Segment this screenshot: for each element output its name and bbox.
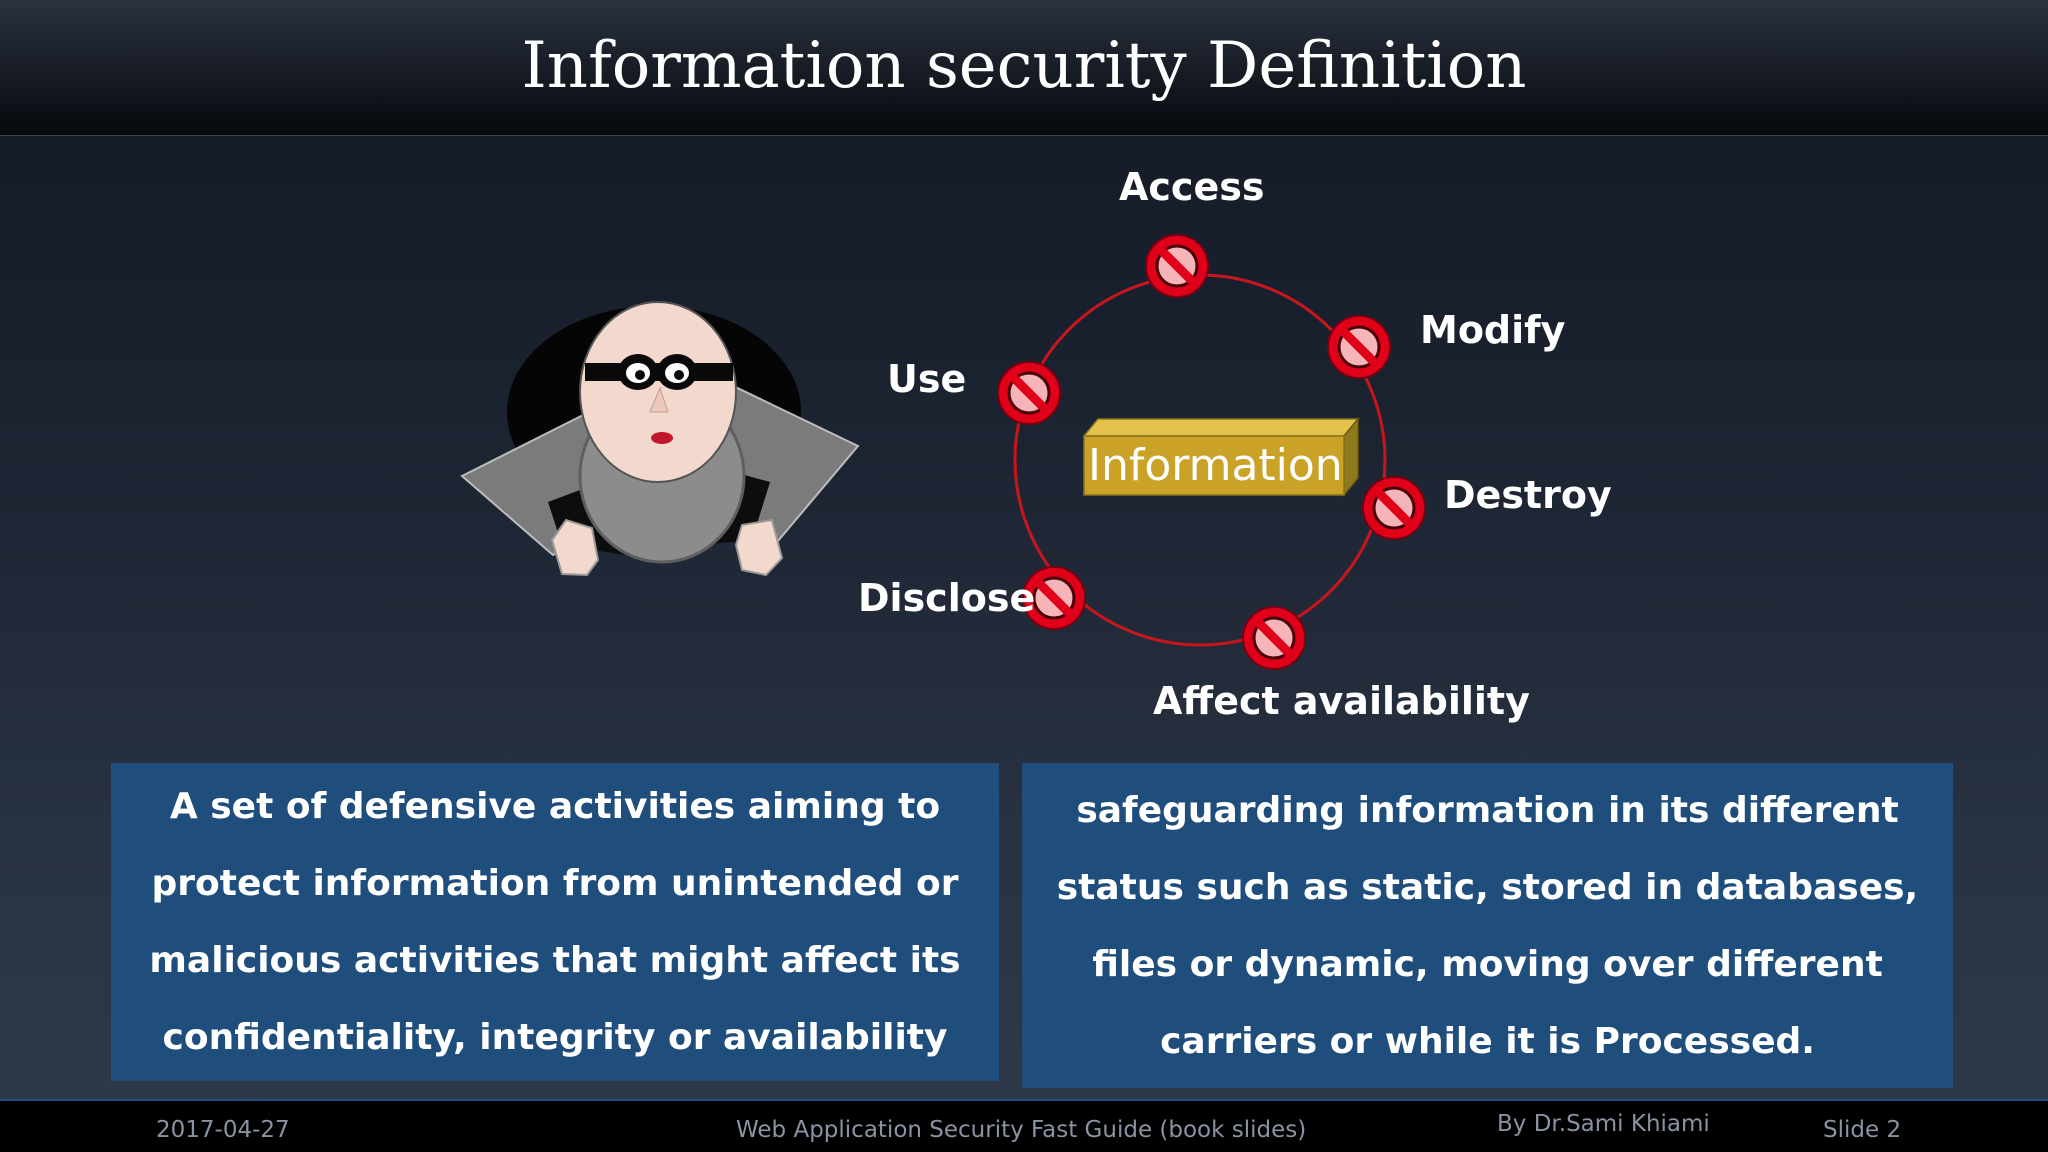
threat-label-affect-availability: Affect availability	[1153, 678, 1530, 724]
prohibited-icon	[1328, 316, 1390, 378]
information-label: Information	[1088, 440, 1338, 492]
threat-label-modify: Modify	[1420, 307, 1565, 353]
footer-course: Web Application Security Fast Guide (boo…	[736, 1115, 1306, 1145]
definition-panel-left: A set of defensive activities aiming to …	[111, 763, 999, 1081]
definition-text: safeguarding information in its differen…	[1040, 772, 1935, 1080]
prohibited-icon	[998, 362, 1060, 424]
threat-label-destroy: Destroy	[1444, 472, 1612, 518]
diagram	[0, 0, 2048, 760]
threat-label-use: Use	[887, 356, 966, 402]
definition-panel-right: safeguarding information in its differen…	[1022, 763, 1953, 1088]
prohibited-icon	[1243, 607, 1305, 669]
prohibited-icon	[1146, 235, 1208, 297]
prohibited-icon	[1363, 477, 1425, 539]
footer-slide-number: Slide 2	[1823, 1115, 1901, 1145]
threat-label-access: Access	[1119, 164, 1264, 210]
footer-date: 2017-04-27	[156, 1115, 290, 1145]
footer: 2017-04-27 Web Application Security Fast…	[0, 1099, 2048, 1152]
footer-author: By Dr.Sami Khiami	[1497, 1109, 1710, 1139]
burglar-illustration	[462, 302, 858, 575]
definition-text: A set of defensive activities aiming to …	[129, 768, 981, 1076]
threat-label-disclose: Disclose	[858, 575, 1035, 621]
